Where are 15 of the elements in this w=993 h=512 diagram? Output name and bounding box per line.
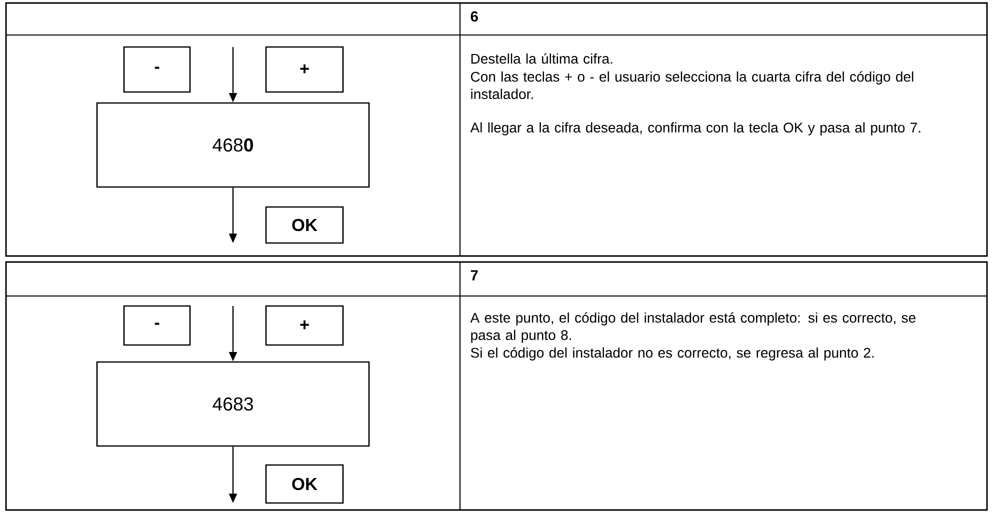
instruction-text: Destella la última cifra. — [471, 53, 612, 64]
key-button: - — [123, 305, 191, 346]
step-number: 6 — [470, 11, 478, 22]
step-number: 7 — [470, 270, 478, 280]
instruction-text: Si el código del instalador no es correcto, se regresa al punto 2. — [470, 347, 874, 360]
instruction-text: Al llegar a la cifra deseada, confirma con la tecla OK y pasa al punto 7. — [470, 122, 920, 136]
key-button: - — [123, 46, 191, 93]
display-box: 4683 — [96, 361, 370, 447]
instruction-text: Con las teclas + o - el usuario selecciona la cuarta cifra del código del instalador. — [470, 71, 914, 100]
instruction-text: A este punto, el código del instalador está completo: si es correcto, se pasa al punto 8. — [470, 312, 916, 343]
key-button: OK — [265, 206, 344, 244]
key-button: OK — [265, 464, 344, 504]
display-box: 4680 — [96, 102, 370, 188]
key-button: + — [265, 46, 344, 93]
key-button: + — [265, 305, 344, 346]
